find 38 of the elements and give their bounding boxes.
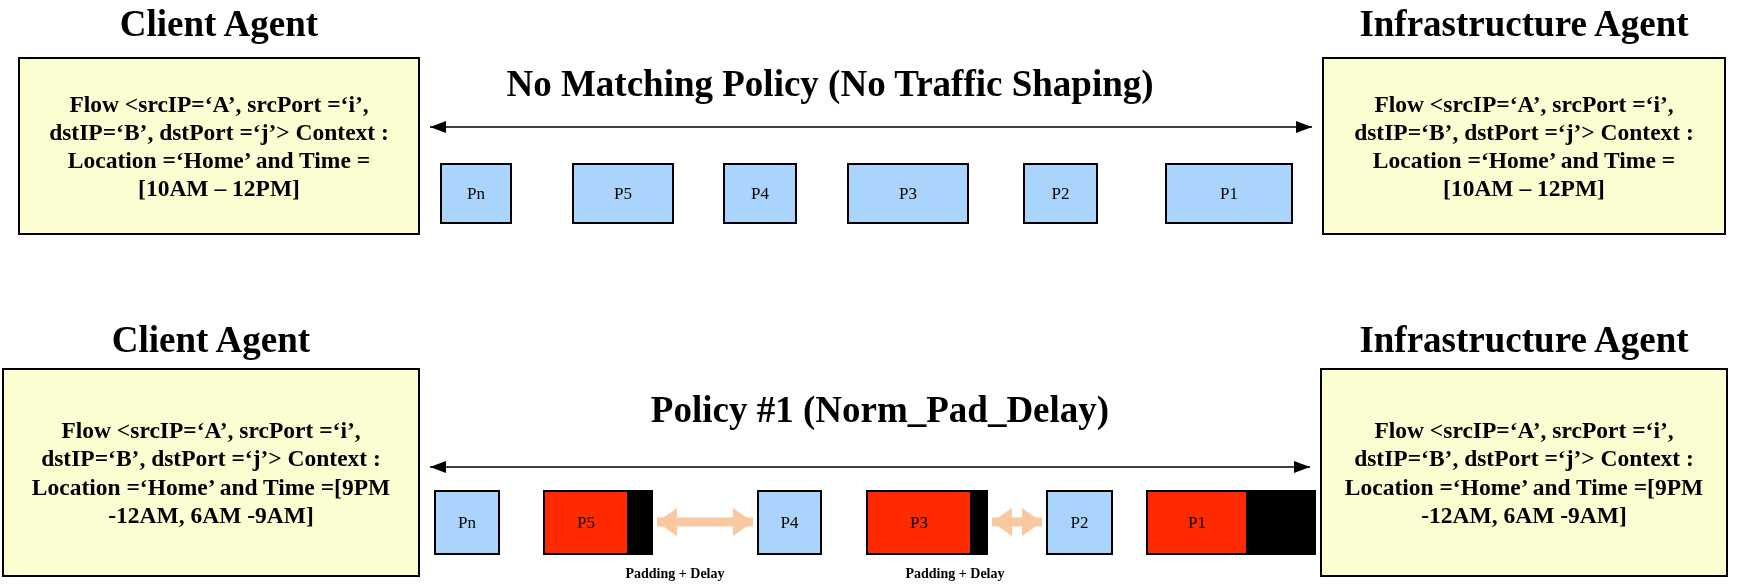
packet-label: P2 (1069, 512, 1090, 533)
packet-box (1046, 490, 1113, 555)
packet-box (723, 163, 797, 224)
agent-heading: Infrastructure Agent (1359, 318, 1689, 361)
packet-label: P1 (1219, 183, 1239, 204)
packet-box (847, 163, 969, 224)
flow-context-text: Flow <srcIP=‘A’, srcPort =‘i’, dstIP=‘B’, dstPort =‘j’> Context : Location =‘Home’ and Time =[9PM -12AM, 6AM -9AM] (30, 416, 392, 529)
arrow (429, 121, 1313, 133)
packet-box (572, 163, 674, 224)
packet-label: P5 (576, 512, 596, 533)
packet-box (1023, 163, 1098, 224)
agent-heading: Client Agent (119, 2, 319, 45)
packet-box (757, 490, 822, 555)
agent-heading: Infrastructure Agent (1359, 2, 1689, 45)
packet-box (543, 490, 653, 555)
edge-label: Padding + Delay (905, 566, 1005, 582)
packet-label: P5 (613, 183, 633, 204)
packet-box (1165, 163, 1293, 224)
packet-box (866, 490, 988, 555)
arrow (657, 508, 753, 536)
packet-label: Pn (457, 512, 477, 533)
packet-label: P4 (750, 183, 770, 204)
packet-label: P1 (1187, 512, 1207, 533)
packet-label: P2 (1050, 183, 1071, 204)
packet-box (440, 163, 512, 224)
agent-heading: Client Agent (111, 318, 311, 361)
arrow (992, 508, 1042, 536)
packet-label: P3 (909, 512, 929, 533)
arrow (429, 461, 1311, 473)
packet-box (1146, 490, 1316, 555)
flow-context-text: Flow <srcIP=‘A’, srcPort =‘i’, dstIP=‘B’, dstPort =‘j’> Context : Location =‘Home’ and Time =[9PM -12AM, 6AM -9AM] (1343, 416, 1705, 529)
packet-label: P4 (779, 512, 800, 533)
flow-context-text: Flow <srcIP=‘A’, srcPort =‘i’, dstIP=‘B’, dstPort =‘j’> Context : Location =‘Home’ and Time =[10AM – 12PM] (48, 89, 390, 203)
packet-box (434, 490, 500, 555)
flow-context-text: Flow <srcIP=‘A’, srcPort =‘i’, dstIP=‘B’, dstPort =‘j’> Context : Location =‘Home’ and Time =[10AM – 12PM] (1353, 89, 1695, 203)
edge-label: Padding + Delay (625, 566, 725, 582)
packet-label: P3 (898, 183, 918, 204)
packet-label: Pn (466, 183, 486, 204)
